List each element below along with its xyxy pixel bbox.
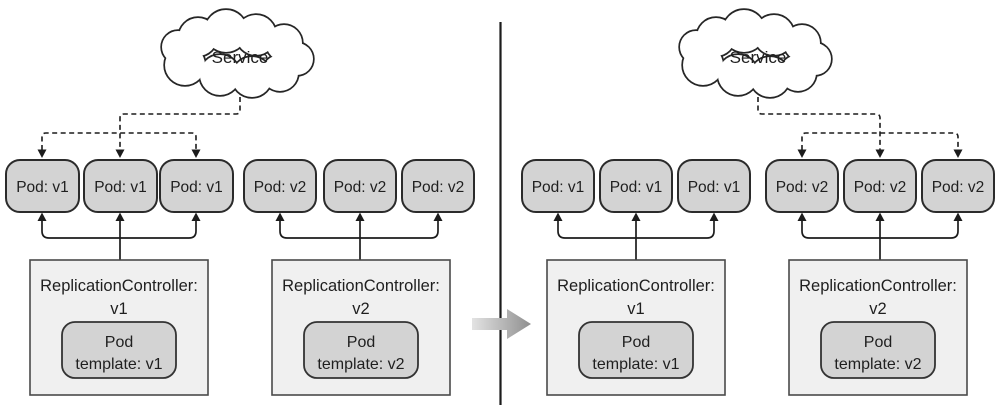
panel-after-update: Service Pod: v1 Pod: v1 Pod: v1 Pod: v2 … [521, 8, 995, 396]
pod-v2-group: Pod: v2 Pod: v2 Pod: v2 [765, 159, 995, 213]
pod-template-label: Pod [105, 334, 133, 351]
replication-controller-v1: ReplicationController: v1 Pod template: … [29, 259, 209, 396]
arrowhead-up-icon [709, 212, 719, 221]
service-to-v2-pods-link [757, 97, 963, 158]
pod-v2-group: Pod: v2 Pod: v2 Pod: v2 [243, 159, 475, 213]
pod-box [843, 159, 917, 213]
rc-v2-to-pods-link [275, 212, 443, 260]
pod-template-box [820, 321, 936, 379]
pod-box [921, 159, 995, 213]
pod-template-label: Pod [622, 334, 650, 351]
pod-template-box [578, 321, 694, 379]
rc-title: ReplicationController: [799, 277, 957, 295]
pod-label: Pod: v2 [776, 179, 829, 196]
arrowhead-down-icon [953, 149, 963, 158]
arrowhead-up-icon [553, 212, 563, 221]
pod-box [5, 159, 80, 213]
arrowhead-up-icon [275, 212, 285, 221]
rc-title: ReplicationController: [282, 277, 440, 295]
pod-box [677, 159, 751, 213]
rc-v2-to-pods-link [797, 212, 963, 260]
pod-label: Pod: v1 [610, 179, 663, 196]
arrowhead-up-icon [433, 212, 443, 221]
transition-arrow-icon [472, 309, 531, 339]
pod-box [521, 159, 595, 213]
pod-label: Pod: v2 [254, 179, 307, 196]
pod-template-box [303, 321, 419, 379]
pod-template-label: template: v1 [592, 356, 679, 373]
pod-label: Pod: v1 [532, 179, 585, 196]
arrowhead-up-icon [115, 212, 125, 221]
rc-v1-to-pods-link [553, 212, 719, 260]
arrowhead-up-icon [631, 212, 641, 221]
pod-template-label: template: v2 [834, 356, 921, 373]
pod-box [401, 159, 475, 213]
arrowhead-down-icon [797, 149, 807, 158]
rc-version: v1 [110, 300, 127, 318]
rc-version: v2 [869, 300, 886, 318]
pod-template-label: Pod [347, 334, 375, 351]
service-cloud: Service [160, 8, 315, 99]
replication-controller-v2: ReplicationController: v2 Pod template: … [788, 259, 968, 396]
rc-link-branch [279, 220, 439, 239]
rc-title: ReplicationController: [40, 277, 198, 295]
pod-template-box [61, 321, 177, 379]
service-label: Service [212, 48, 269, 67]
pod-box [243, 159, 317, 213]
panel-before-update: Service Pod: v1 Pod: v1 Pod: v1 Pod: v2 … [5, 8, 475, 396]
pod-v1-group: Pod: v1 Pod: v1 Pod: v1 [5, 159, 234, 213]
arrowhead-down-icon [37, 149, 47, 158]
pod-template-label: template: v2 [317, 356, 404, 373]
arrowhead-down-icon [875, 149, 885, 158]
rc-link-branch [41, 220, 197, 239]
pod-label: Pod: v1 [688, 179, 741, 196]
rc-version: v1 [627, 300, 644, 318]
pod-label: Pod: v1 [170, 179, 223, 196]
service-label: Service [730, 48, 787, 67]
service-cloud: Service [678, 8, 833, 99]
arrowhead-up-icon [953, 212, 963, 221]
pod-box [599, 159, 673, 213]
pod-label: Pod: v2 [932, 179, 985, 196]
pod-box [159, 159, 234, 213]
service-link-stem [757, 97, 881, 150]
service-link-branch [41, 132, 197, 150]
pod-label: Pod: v2 [412, 179, 465, 196]
pod-box [83, 159, 158, 213]
replication-controller-v1: ReplicationController: v1 Pod template: … [546, 259, 726, 396]
rc-title: ReplicationController: [557, 277, 715, 295]
arrowhead-up-icon [355, 212, 365, 221]
pod-template-label: template: v1 [75, 356, 162, 373]
service-to-v1-pods-link [37, 97, 241, 158]
pod-template-label: Pod [864, 334, 892, 351]
pod-box [323, 159, 397, 213]
arrowhead-up-icon [37, 212, 47, 221]
arrowhead-down-icon [191, 149, 201, 158]
arrowhead-up-icon [875, 212, 885, 221]
pod-label: Pod: v1 [94, 179, 147, 196]
service-link-stem [119, 97, 241, 150]
replication-controller-v2: ReplicationController: v2 Pod template: … [271, 259, 451, 396]
pod-label: Pod: v2 [854, 179, 907, 196]
pod-label: Pod: v2 [334, 179, 387, 196]
pod-label: Pod: v1 [16, 179, 69, 196]
pod-v1-group: Pod: v1 Pod: v1 Pod: v1 [521, 159, 751, 213]
arrowhead-up-icon [191, 212, 201, 221]
pod-box [765, 159, 839, 213]
arrowhead-down-icon [115, 149, 125, 158]
service-link-branch [801, 132, 959, 150]
rc-v1-to-pods-link [37, 212, 201, 260]
arrowhead-up-icon [797, 212, 807, 221]
rc-version: v2 [352, 300, 369, 318]
